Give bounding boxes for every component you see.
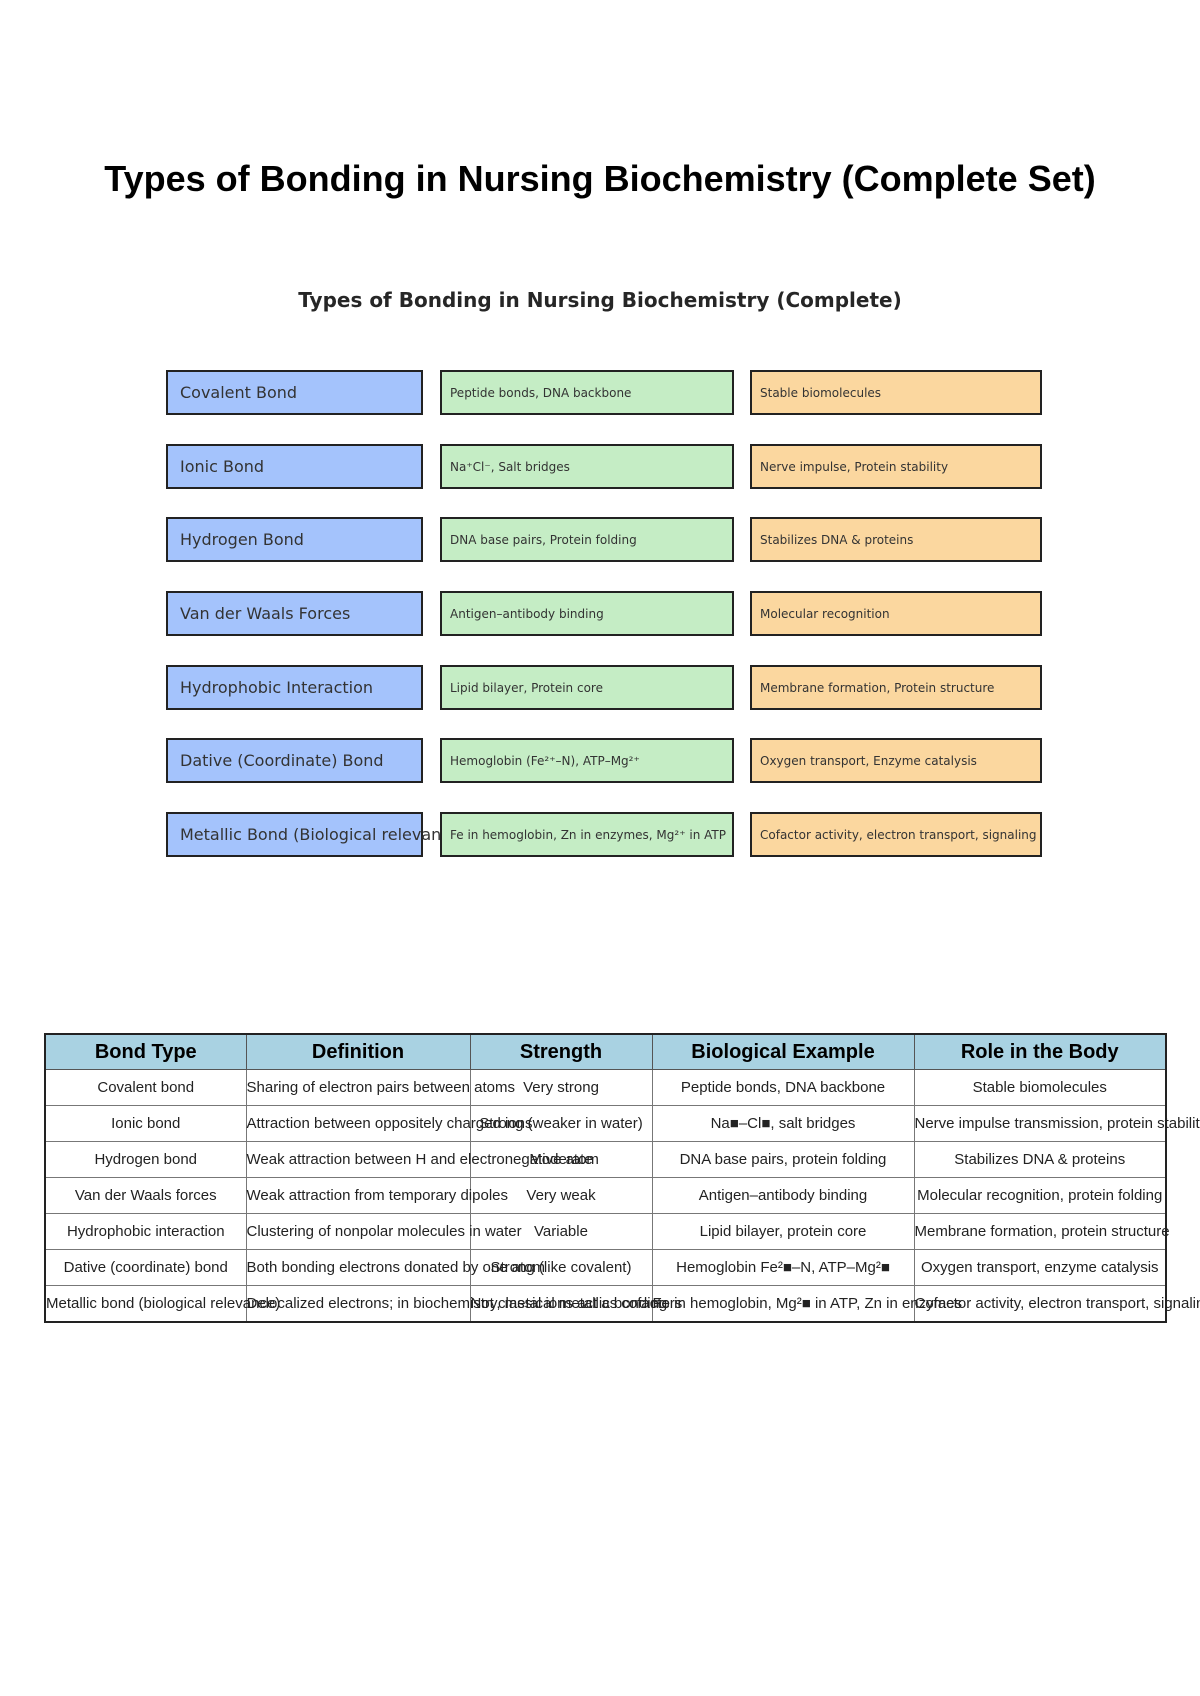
table-cell: DNA base pairs, protein folding [651, 1141, 915, 1178]
bond-type-box: Covalent Bond [166, 370, 423, 415]
table-header-cell: Definition [245, 1033, 471, 1070]
example-box-label: Na⁺Cl⁻, Salt bridges [450, 459, 570, 474]
role-box: Molecular recognition [750, 591, 1042, 636]
table-cell: Stable biomolecules [913, 1069, 1167, 1106]
role-box-label: Oxygen transport, Enzyme catalysis [760, 753, 977, 768]
example-box-label: Antigen–antibody binding [450, 606, 604, 621]
table-cell: Nerve impulse transmission, protein stab… [913, 1105, 1200, 1142]
example-box-label: Peptide bonds, DNA backbone [450, 385, 632, 400]
role-box: Cofactor activity, electron transport, s… [750, 812, 1042, 857]
table-cell: Oxygen transport, enzyme catalysis [913, 1249, 1167, 1286]
bond-type-box: Hydrophobic Interaction [166, 665, 423, 710]
example-box-label: Lipid bilayer, Protein core [450, 680, 603, 695]
table-cell: Van der Waals forces [44, 1177, 247, 1214]
table-cell: Strong (like covalent) [469, 1249, 653, 1286]
table-cell: Very strong [469, 1069, 653, 1106]
table-cell: Delocalized electrons; in biochemistry, … [245, 1285, 682, 1323]
table-cell: Ionic bond [44, 1105, 247, 1142]
bond-type-box: Hydrogen Bond [166, 517, 423, 562]
role-box: Stable biomolecules [750, 370, 1042, 415]
table-cell: Sharing of electron pairs between atoms [245, 1069, 515, 1106]
page-title: Types of Bonding in Nursing Biochemistry… [0, 156, 1200, 201]
bond-type-box-label: Metallic Bond (Biological relevance) [180, 825, 467, 844]
table-cell: Fe in hemoglobin, Mg²■ in ATP, Zn in enz… [651, 1285, 962, 1323]
example-box-label: DNA base pairs, Protein folding [450, 532, 637, 547]
bond-type-box-label: Hydrogen Bond [180, 530, 304, 549]
bond-type-box-label: Van der Waals Forces [180, 604, 351, 623]
table-cell: Covalent bond [44, 1069, 247, 1106]
role-box: Membrane formation, Protein structure [750, 665, 1042, 710]
table-cell: Peptide bonds, DNA backbone [651, 1069, 915, 1106]
bond-type-box: Ionic Bond [166, 444, 423, 489]
example-box: Lipid bilayer, Protein core [440, 665, 734, 710]
table-cell: Antigen–antibody binding [651, 1177, 915, 1214]
bond-type-box-label: Ionic Bond [180, 457, 265, 476]
table-cell: Cofactor activity, electron transport, s… [913, 1285, 1200, 1323]
example-box-label: Hemoglobin (Fe²⁺–N), ATP–Mg²⁺ [450, 753, 640, 768]
table-cell: Stabilizes DNA & proteins [913, 1141, 1167, 1178]
table-cell: Clustering of nonpolar molecules in wate… [245, 1213, 522, 1250]
table-cell: Hemoglobin Fe²■–N, ATP–Mg²■ [651, 1249, 915, 1286]
table-cell: Weak attraction between H and electroneg… [245, 1141, 599, 1178]
bond-type-box-label: Hydrophobic Interaction [180, 678, 374, 697]
table-cell: Hydrogen bond [44, 1141, 247, 1178]
bond-box-grid: Covalent Bond Peptide bonds, DNA backbone… [166, 370, 1042, 857]
role-box-label: Stable biomolecules [760, 385, 882, 400]
example-box: Fe in hemoglobin, Zn in enzymes, Mg²⁺ in… [440, 812, 734, 857]
chart-title: Types of Bonding in Nursing Biochemistry… [298, 288, 902, 312]
table-cell: Membrane formation, protein structure [913, 1213, 1170, 1250]
example-box: Peptide bonds, DNA backbone [440, 370, 734, 415]
role-box-label: Stabilizes DNA & proteins [760, 532, 914, 547]
example-box: Hemoglobin (Fe²⁺–N), ATP–Mg²⁺ [440, 738, 734, 783]
table-header-cell: Biological Example [651, 1033, 915, 1070]
table-cell: Strong (weaker in water) [469, 1105, 653, 1142]
bond-type-box: Metallic Bond (Biological relevance) [166, 812, 466, 857]
table-cell: Lipid bilayer, protein core [651, 1213, 915, 1250]
bond-type-box: Dative (Coordinate) Bond [166, 738, 423, 783]
role-box: Nerve impulse, Protein stability [750, 444, 1042, 489]
table-cell: Molecular recognition, protein folding [913, 1177, 1167, 1214]
table-header-cell: Bond Type [44, 1033, 247, 1070]
table-cell: Weak attraction from temporary dipoles [245, 1177, 508, 1214]
table-row: Metallic bond (biological relevance)Delo… [44, 1285, 1200, 1323]
bond-type-box: Van der Waals Forces [166, 591, 423, 636]
table-cell: Attraction between oppositely charged io… [245, 1105, 533, 1142]
page-title-text: Types of Bonding in Nursing Biochemistry… [104, 158, 1096, 199]
table-header-cell: Strength [469, 1033, 653, 1070]
bond-type-box-label: Dative (Coordinate) Bond [180, 751, 384, 770]
table-cell: Not classical metallic bonding [469, 1285, 667, 1323]
role-box-label: Molecular recognition [760, 606, 890, 621]
table-header-cell: Role in the Body [913, 1033, 1167, 1070]
table-cell: Very weak [469, 1177, 653, 1214]
bond-type-box-label: Covalent Bond [180, 383, 298, 402]
role-box: Stabilizes DNA & proteins [750, 517, 1042, 562]
example-box: DNA base pairs, Protein folding [440, 517, 734, 562]
example-box: Antigen–antibody binding [440, 591, 734, 636]
table-cell: Dative (coordinate) bond [44, 1249, 247, 1286]
table-cell: Metallic bond (biological relevance) [44, 1285, 280, 1323]
role-box-label: Membrane formation, Protein structure [760, 680, 995, 695]
role-box-label: Nerve impulse, Protein stability [760, 459, 949, 474]
example-box-label: Fe in hemoglobin, Zn in enzymes, Mg²⁺ in… [450, 827, 726, 842]
table-cell: Na■–Cl■, salt bridges [651, 1105, 915, 1142]
role-box-label: Cofactor activity, electron transport, s… [760, 827, 1037, 842]
table-cell: Both bonding electrons donated by one at… [245, 1249, 545, 1286]
role-box: Oxygen transport, Enzyme catalysis [750, 738, 1042, 783]
table-cell: Hydrophobic interaction [44, 1213, 247, 1250]
example-box: Na⁺Cl⁻, Salt bridges [440, 444, 734, 489]
